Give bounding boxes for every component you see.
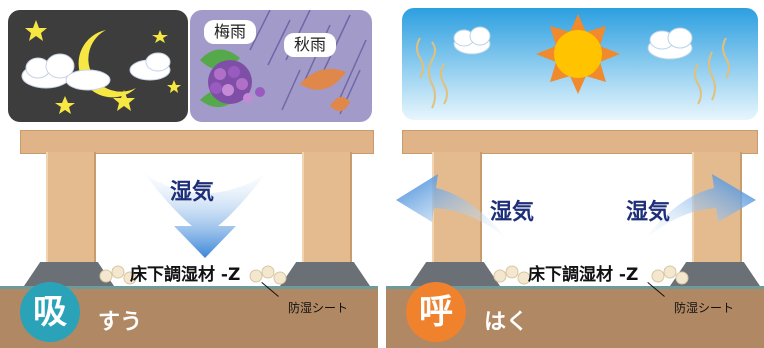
footing-left [410,262,500,286]
arrow-icon [642,174,756,242]
moisture-label: 湿気 [170,180,215,205]
rain-tag-2: 秋雨 [284,33,337,57]
right-panel: 湿気 湿気 床下調湿材 -Z 防湿シート 呼 はく [386,0,764,348]
left-panel: 梅雨 秋雨 湿気 床下調湿材 -Z 防湿シート 吸 すう [0,0,378,348]
moisture-label-left: 湿気 [490,200,535,225]
sheet-label: 防湿シート [674,301,735,315]
absorb-verb: すう [98,310,143,335]
material-label: 床下調湿材 -Z [130,265,241,285]
release-verb: はく [484,310,529,335]
sun-icon [536,14,620,94]
cloud-icon [453,26,693,60]
arrow-icon [396,174,510,242]
star-icon [25,20,181,114]
release-circle: 呼 [406,282,466,342]
heat-wave-icon [416,37,730,109]
material-pellets [493,265,689,285]
floor-beam [402,130,758,154]
absorb-circle: 吸 [20,282,80,342]
floor-beam [20,130,374,154]
footing-right [280,262,370,286]
night-scene [8,10,188,122]
footing-left [24,262,114,286]
rain-tag-1: 梅雨 [204,20,257,44]
material-label: 床下調湿材 -Z [528,265,639,285]
arrow-icon [140,168,270,258]
material-pellets [99,265,287,285]
sheet-label: 防湿シート [288,301,349,315]
sunny-scene [402,8,758,120]
hydrangea-icon [208,60,265,104]
post-right [302,152,352,264]
post-left [46,152,96,264]
cloud-icon [21,52,171,91]
moisture-label-right: 湿気 [626,200,671,225]
